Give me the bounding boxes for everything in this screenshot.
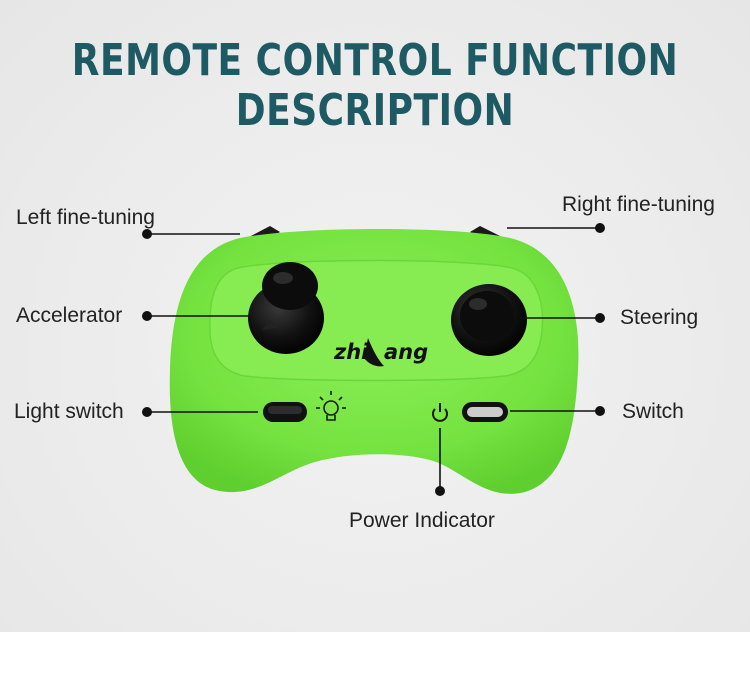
right-joystick [451,284,527,356]
page-title: REMOTE CONTROL FUNCTION DESCRIPTION [71,36,679,137]
svg-text:ang: ang [384,340,428,364]
power-indicator-label: Power Indicator [349,509,495,532]
accelerator-label: Accelerator [16,304,123,327]
bulb-icon [316,391,346,421]
callout-dots [142,223,605,496]
light-switch-button [263,402,307,422]
brand-logo: zhi ang [333,338,428,367]
callout-lines [147,227,600,491]
svg-text:zhi: zhi [333,340,369,364]
power-switch [462,402,508,422]
power-icon [432,403,448,422]
left-fine-tuning-label: Left fine-tuning [16,206,155,229]
right-fine-tuning-label: Right fine-tuning [562,193,715,216]
switch-label: Switch [622,400,684,423]
light-switch-label: Light switch [14,400,124,423]
left-joystick [248,262,324,354]
remote-control-illustration: zhi ang [142,223,605,496]
steering-label: Steering [620,306,699,329]
